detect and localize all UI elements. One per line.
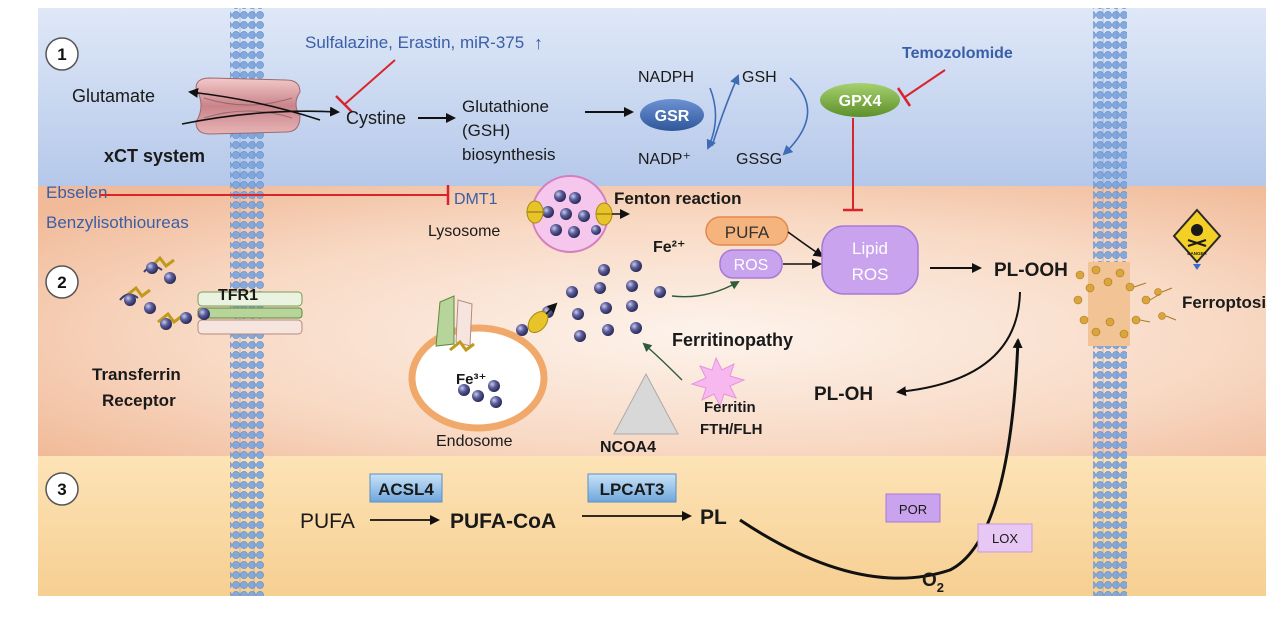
gsh-biosynthesis-line-2: (GSH) [462,121,510,140]
ferritin-line-2: FTH/FLH [700,421,762,438]
lipid-ros-line-2: ROS [852,265,889,284]
ferritinopathy-label: Ferritinopathy [672,330,793,350]
temozolomide-inhibit-line [904,69,946,98]
ebselen-label: Ebselen [46,183,107,202]
step-2-label: 2 [57,273,66,292]
pufa-box [705,216,789,246]
acsl4-box [369,473,443,503]
temozolomide-inhibit-bar [896,87,912,107]
por-label: POR [899,502,927,517]
nadp-label: NADP⁺ [638,151,691,168]
lipid-ros-box [821,225,919,295]
xct-transporter [195,77,301,135]
xct-system-label: xCT system [104,146,205,166]
fe3-label: Fe³⁺ [456,371,486,388]
gsh-biosynthesis-line-1: Glutathione [462,97,549,116]
gssg-to-gsh-arrow [711,74,740,147]
lpcat3-label: LPCAT3 [600,480,665,499]
lpcat3-box [587,473,677,503]
gpx4-label: GPX4 [839,93,882,110]
pl-to-plooh-curve [739,338,1023,580]
gsh-biosynthesis-line-3: biosynthesis [462,145,556,164]
gsh-label: GSH [742,69,777,86]
transferrin-receptor-line-2: Receptor [102,391,176,410]
dmt1-channel-right [595,202,613,226]
ncoa4-label: NCOA4 [600,439,656,456]
danger-sign-icon: DANGER [1172,208,1222,270]
tfr1-label: TFR1 [218,287,258,304]
fe2-label: Fe²⁺ [653,239,685,256]
plooh-to-ploh-arrow [896,291,1021,397]
step-2-marker: 2 [45,265,79,299]
gpx4-enzyme [820,83,900,117]
free-iron-particles [542,260,666,342]
damaged-membrane [1073,262,1177,346]
nadph-label: NADPH [638,69,694,86]
por-box [885,493,941,523]
inhibitors-label: Sulfalazine, Erastin, miR-375 [305,33,524,52]
inhibitor-to-cystine-bar [335,95,353,113]
transferrin-receptor-line-1: Transferrin [92,365,181,384]
ros-box [719,249,783,279]
step-3-label: 3 [57,480,66,499]
tfr1-receptor [197,291,303,335]
ferroptosis-label: Ferroptosis [1182,293,1267,312]
pl-ooh-label: PL-OOH [994,260,1068,281]
glutamate-label: Glutamate [72,86,155,106]
iron-to-ros-arrow [671,281,740,298]
endosome [408,295,548,432]
nadph-to-nadp-arrow [706,87,717,150]
dmt1-label: DMT1 [454,191,498,208]
lysosome [526,175,613,253]
lox-box [977,523,1033,553]
lox-label: LOX [992,531,1018,546]
step-3-marker: 3 [45,472,79,506]
cystine-label: Cystine [346,108,406,128]
ros-box-label: ROS [734,257,769,274]
pufa-box-label: PUFA [725,223,770,242]
danger-sign-label: DANGER [1187,251,1207,256]
ncoa4-triangle [613,372,679,435]
endosome-label: Endosome [436,433,513,450]
ferritin-starburst [690,356,746,408]
pufa-to-lipid-ros-arrow [787,231,824,258]
benzylisothioureas-label: Benzylisothioureas [46,213,189,232]
lysosome-label: Lysosome [428,223,500,240]
transferrin-iron-cluster [119,255,192,330]
up-arrow-mark: ↑ [534,33,543,53]
pl-oh-label: PL-OH [814,384,873,405]
pufa-bottom-label: PUFA [300,510,355,533]
gsr-label: GSR [655,108,690,125]
gssg-label: GSSG [736,151,782,168]
pl-label: PL [700,506,727,529]
cystine-import-arrow [181,106,340,125]
oxygen-subscript: 2 [937,580,944,595]
acsl4-label: ACSL4 [378,480,434,499]
glutamate-export-arrow [188,87,321,121]
temozolomide-label: Temozolomide [902,45,1013,62]
gsr-enzyme [640,99,704,131]
inhibitor-to-cystine-line [344,59,396,105]
oxygen-label: O2 [922,570,944,595]
lipid-ros-line-1: Lipid [852,239,888,258]
fenton-reaction-label: Fenton reaction [614,189,742,208]
step-1-label: 1 [57,45,66,64]
endosome-dmt1-channel [516,302,558,336]
oxygen-symbol: O [922,570,937,591]
ferritin-line-1: Ferritin [704,399,756,416]
gsh-to-gssg-cycle-arrow [782,77,809,156]
step-1-marker: 1 [45,37,79,71]
dmt1-channel-left [526,200,544,224]
ncoa4-to-iron-arrow [642,342,683,381]
pufa-coa-label: PUFA-CoA [450,510,556,533]
